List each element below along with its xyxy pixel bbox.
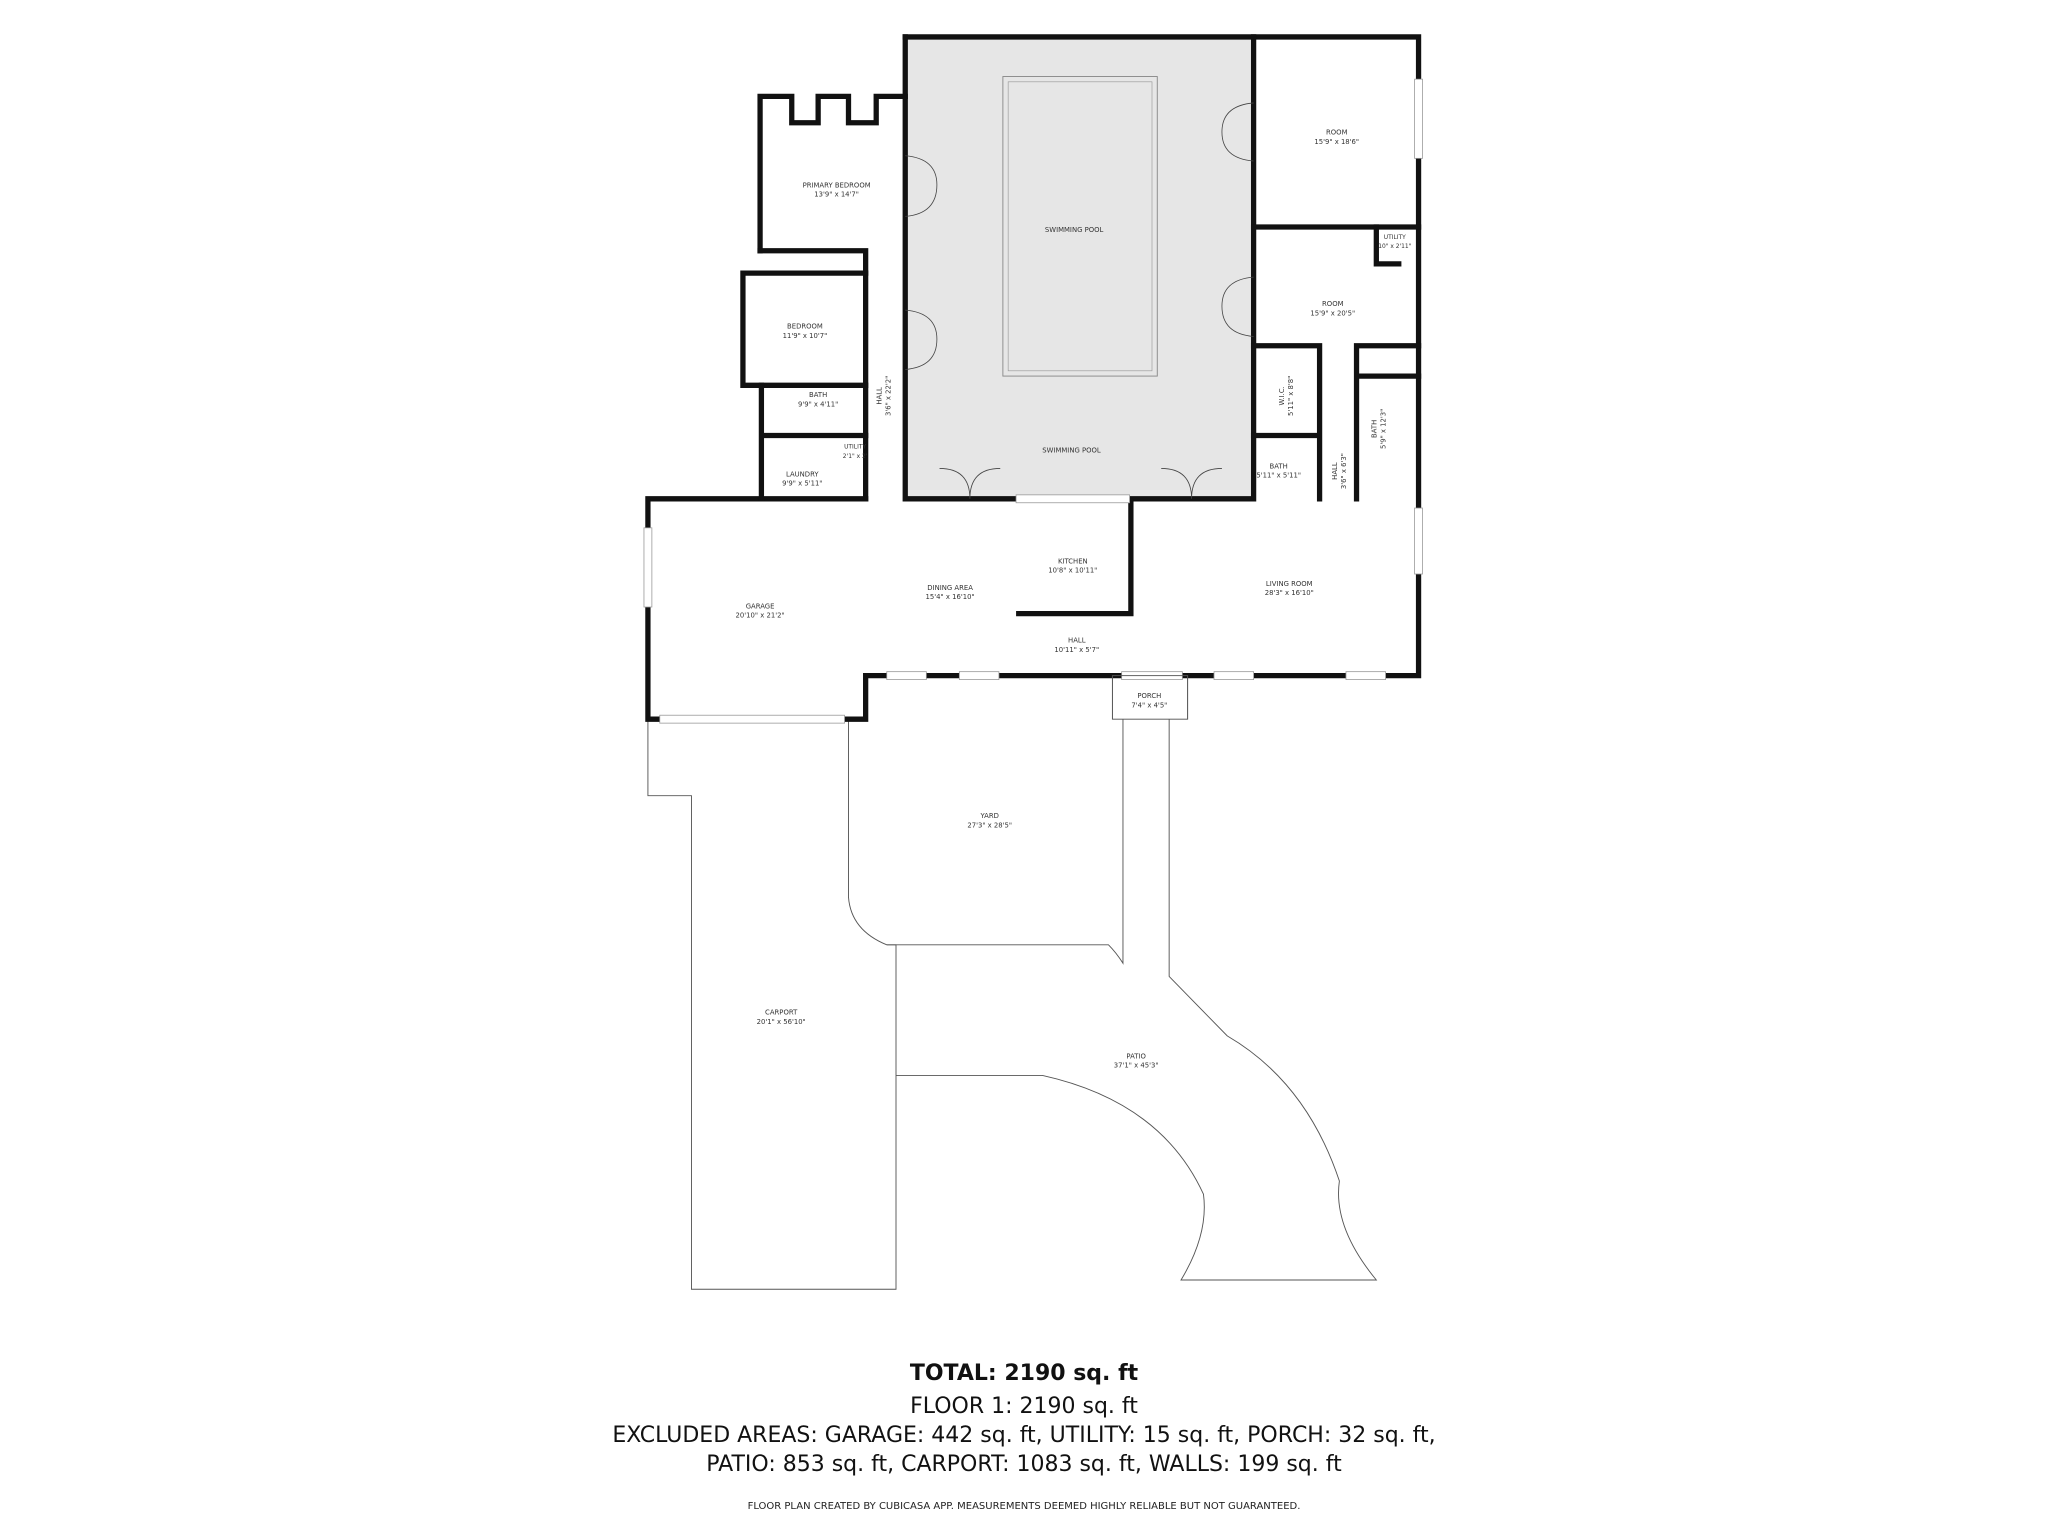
excluded-areas-line2: PATIO: 853 sq. ft, CARPORT: 1083 sq. ft,…	[706, 1452, 1342, 1477]
room-dims: 20'1" x 56'10"	[757, 1018, 806, 1026]
room-label: YARD	[979, 812, 998, 820]
room-dims: 15'9" x 18'6"	[1314, 138, 1359, 146]
room-dims: 15'9" x 20'5"	[1310, 309, 1355, 317]
room-label: LIVING ROOM	[1266, 580, 1313, 588]
total-area: TOTAL: 2190 sq. ft	[909, 1361, 1139, 1386]
carport-outline	[647, 719, 897, 1290]
room-dims: 10'8" x 10'11"	[1048, 567, 1097, 575]
disclaimer: FLOOR PLAN CREATED BY CUBICASA APP. MEAS…	[747, 1501, 1301, 1512]
room-dims: 5'9" x 12'3"	[1380, 409, 1388, 449]
room-label: BATH	[1370, 420, 1378, 438]
room-dims: 9'9" x 4'11"	[798, 400, 838, 408]
room-label: SWIMMING POOL	[1042, 447, 1101, 455]
room-label: BATH	[809, 391, 827, 399]
room-dims: 37'1" x 45'3"	[1114, 1062, 1159, 1070]
swimming-pool	[1002, 76, 1158, 377]
room-dims: 10" x 2'11"	[1378, 243, 1411, 250]
room-label: HALL	[875, 387, 883, 405]
patio-outline	[896, 719, 1378, 1281]
room-dims: 28'3" x 16'10"	[1265, 589, 1314, 597]
walls	[645, 34, 1422, 722]
room-label: UTILITY	[844, 444, 866, 451]
room-dims: 3'6" x 6'3"	[1340, 453, 1348, 489]
room-dims: 20'10" x 21'2"	[736, 612, 785, 620]
room-label: GARAGE	[746, 602, 775, 610]
room-dims: 3'6" x 22'2"	[885, 376, 893, 416]
room-label: ROOM	[1326, 129, 1348, 137]
room-dims: 27'3" x 28'5"	[967, 821, 1012, 829]
excluded-areas-line1: EXCLUDED AREAS: GARAGE: 442 sq. ft, UTIL…	[612, 1423, 1436, 1448]
room-label: SWIMMING POOL	[1045, 226, 1104, 234]
exterior-areas	[647, 719, 1378, 1290]
room-label: CARPORT	[765, 1009, 798, 1017]
room-label: BEDROOM	[787, 323, 823, 331]
room-label: BATH	[1270, 462, 1288, 470]
room-label: HALL	[1068, 637, 1086, 645]
pool-deck	[905, 36, 1254, 499]
pool-edge	[1007, 81, 1153, 372]
porch-outline	[1111, 675, 1189, 720]
room-dims: 2'1" x 2'	[843, 453, 868, 460]
room-dims: 11'9" x 10'7"	[783, 332, 828, 340]
room-dims: 7'4" x 4'5"	[1131, 701, 1167, 709]
room-label: LAUNDRY	[786, 470, 819, 478]
room-dims: 9'9" x 5'11"	[782, 480, 822, 488]
room-labels: PRIMARY BEDROOM 13'9" x 14'7" BEDROOM 11…	[736, 129, 1412, 1070]
room-dims: 15'4" x 16'10"	[926, 593, 975, 601]
room-label: KITCHEN	[1058, 557, 1088, 565]
room-dims: 5'11" x 8'8"	[1287, 376, 1295, 416]
room-label: UTILITY	[1384, 234, 1406, 241]
room-label: PATIO	[1126, 1052, 1146, 1060]
room-dims: 13'9" x 14'7"	[814, 191, 859, 199]
room-label: HALL	[1331, 462, 1339, 480]
room-label: DINING AREA	[927, 584, 973, 592]
room-label: PRIMARY BEDROOM	[803, 181, 871, 189]
room-label: ROOM	[1322, 300, 1344, 308]
floor-area: FLOOR 1: 2190 sq. ft	[910, 1394, 1138, 1419]
yard-outline	[886, 719, 1124, 965]
room-dims: 10'11" x 5'7"	[1054, 646, 1099, 654]
room-dims: 5'11" x 5'11"	[1256, 472, 1301, 480]
room-label: PORCH	[1137, 692, 1161, 700]
room-label: W.I.C.	[1278, 386, 1286, 405]
